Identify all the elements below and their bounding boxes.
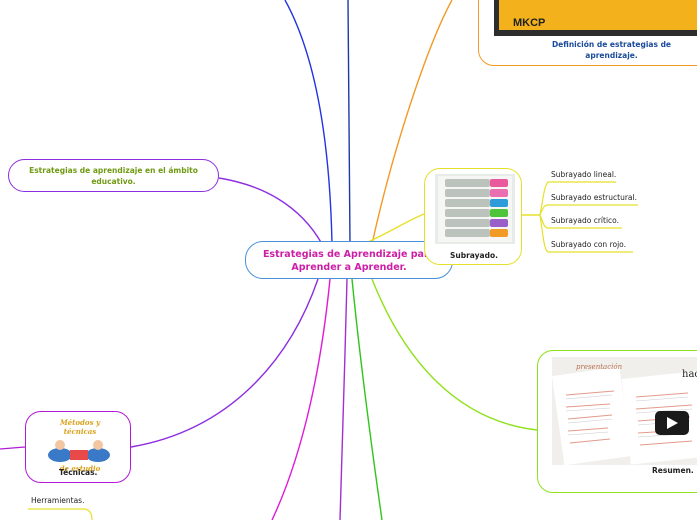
definicion-image	[494, 0, 697, 36]
topic-contexto-title: Estrategias de aprendizaje en el ámbito …	[29, 166, 198, 186]
connector-sub-4	[539, 214, 633, 253]
connector-tecnicas	[130, 278, 319, 448]
definicion-banner-text: MKCP	[513, 17, 546, 29]
subrayado-item-estructural[interactable]: Subrayado estructural.	[551, 193, 637, 202]
tecnicas-caption: Técnicas.	[59, 468, 98, 477]
resumen-video-title: hacer un resumen	[682, 369, 697, 380]
resumen-video-thumbnail	[552, 357, 697, 465]
herramientas-label[interactable]: Herramientas.	[31, 496, 85, 505]
connector-green-bottom	[351, 278, 383, 520]
subrayado-caption: Subrayado.	[450, 251, 498, 260]
tecnicas-image-text: Métodos y técnicas de estudio	[44, 418, 116, 473]
topic-resumen[interactable]: presentación hacer un resumen Resumen.	[537, 350, 697, 493]
highlighters-image	[435, 174, 515, 244]
connector-contexto	[218, 177, 323, 245]
connector-navy-top	[347, 0, 351, 245]
connector-resumen	[371, 278, 538, 431]
topic-subrayado[interactable]: Subrayado.	[424, 168, 522, 265]
connector-blue-top	[284, 0, 333, 245]
tecnicas-image-text-line-2: de estudio	[59, 464, 101, 473]
topic-definicion[interactable]: MKCP Definición de estrategias de aprend…	[478, 0, 697, 66]
tecnicas-image	[48, 440, 110, 462]
connector-herramientas	[28, 508, 93, 520]
tecnicas-image-text-line-1: Métodos y técnicas	[59, 418, 101, 436]
resumen-notes-heading: presentación	[576, 363, 623, 371]
connector-subrayado	[367, 213, 425, 243]
central-topic-title: Estrategias de Aprendizaje para Aprender…	[262, 249, 436, 273]
connector-sub-2	[539, 204, 638, 216]
subrayado-item-rojo[interactable]: Subrayado con rojo.	[551, 240, 627, 249]
topic-contexto[interactable]: Estrategias de aprendizaje en el ámbito …	[8, 159, 219, 192]
definicion-caption: Definición de estrategias de aprendizaje…	[551, 40, 672, 60]
resumen-caption: Resumen.	[652, 466, 694, 475]
connector-definicion	[371, 0, 453, 245]
subrayado-item-critico[interactable]: Subrayado crítico.	[551, 216, 620, 225]
connector-purple-bottom	[339, 278, 348, 520]
connector-tecnicas-left	[0, 446, 26, 450]
subrayado-item-lineal[interactable]: Subrayado lineal.	[551, 170, 617, 179]
topic-tecnicas[interactable]: Métodos y técnicas de estudio Técnicas.	[25, 411, 131, 483]
connector-sub-1	[539, 181, 616, 216]
central-topic[interactable]: Estrategias de Aprendizaje para Aprender…	[245, 241, 453, 279]
connector-magenta-bottom	[271, 278, 331, 520]
